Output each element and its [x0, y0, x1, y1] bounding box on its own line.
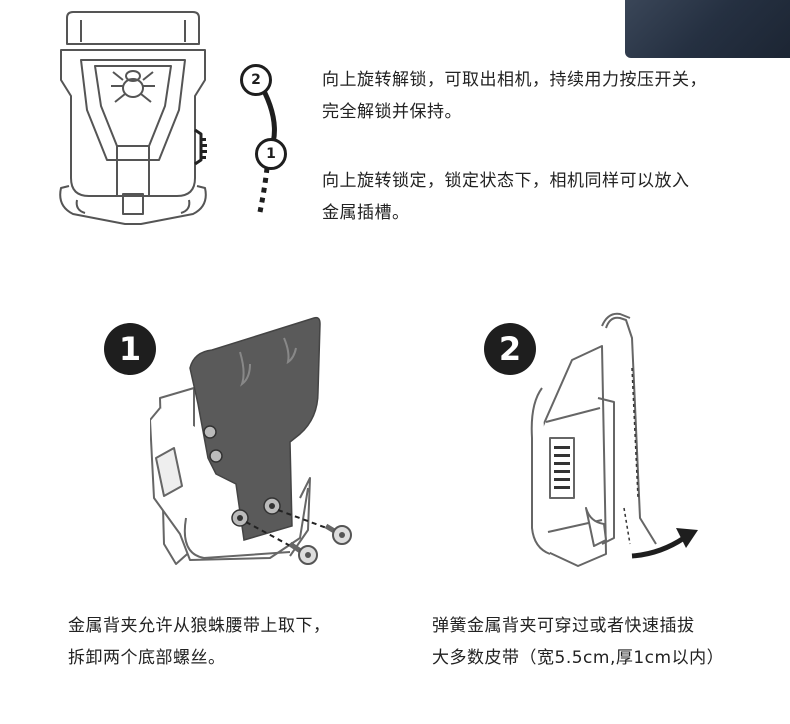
- metal-clip-strap: [189, 316, 321, 541]
- unlock-line-1: 向上旋转解锁，可取出相机，持续用力按压开关，: [322, 70, 707, 90]
- unlock-line-2: 完全解锁并保持。: [322, 102, 462, 122]
- lock-line-2: 金属插槽。: [322, 203, 410, 223]
- step-1-badge: 1: [104, 323, 156, 375]
- step-marker-1: 1: [255, 138, 287, 170]
- step-2-caption: 弹簧金属背夹可穿过或者快速插拔 大多数皮带（宽5.5cm,厚1cm以内）: [432, 610, 787, 674]
- curved-arrow-icon: [631, 528, 698, 559]
- screw-icon: [288, 523, 352, 565]
- step-1-caption-line-2: 拆卸两个底部螺丝。: [68, 648, 226, 668]
- unlock-instructions: 向上旋转解锁，可取出相机，持续用力按压开关， 完全解锁并保持。: [322, 64, 782, 128]
- step-1-caption-line-1: 金属背夹允许从狼蛛腰带上取下，: [68, 616, 331, 636]
- step-2-badge: 2: [484, 323, 536, 375]
- step-2-caption-line-2: 大多数皮带（宽5.5cm,厚1cm以内）: [432, 648, 725, 668]
- holster-top-illustration: [59, 11, 207, 225]
- step-2-illustration: [530, 312, 698, 567]
- lock-line-1: 向上旋转锁定，锁定状态下，相机同样可以放入: [322, 171, 690, 191]
- step-1-illustration: [150, 316, 352, 565]
- denim-photo-corner: [625, 0, 790, 58]
- lock-instructions: 向上旋转锁定，锁定状态下，相机同样可以放入 金属插槽。: [322, 165, 782, 229]
- step-marker-2: 2: [240, 64, 272, 96]
- spider-logo-icon: [111, 70, 155, 103]
- step-1-caption: 金属背夹允许从狼蛛腰带上取下， 拆卸两个底部螺丝。: [68, 610, 408, 674]
- step-2-caption-line-1: 弹簧金属背夹可穿过或者快速插拔: [432, 616, 695, 636]
